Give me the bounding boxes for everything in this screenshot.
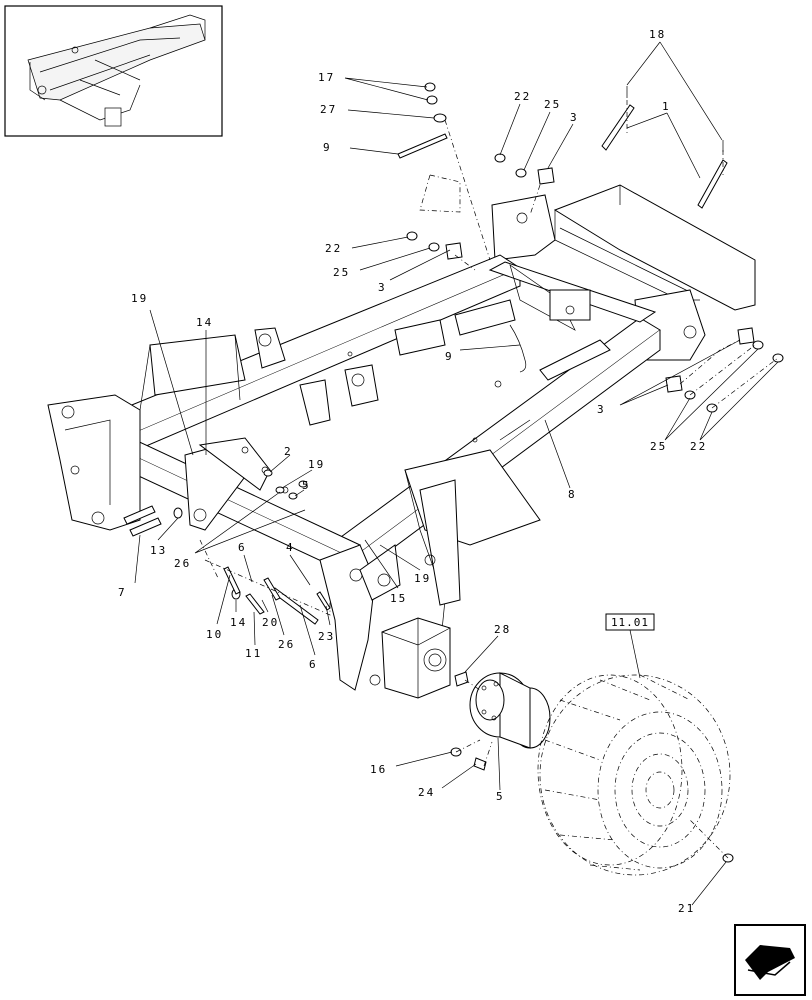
next-page-icon[interactable]	[734, 924, 806, 996]
callout-1: 1	[662, 100, 671, 113]
callout-16: 16	[370, 763, 387, 776]
reference-label: 11.01	[611, 616, 649, 629]
callout-27: 27	[320, 103, 337, 116]
hardware	[123, 82, 784, 863]
callout-25-upper: 25	[544, 98, 561, 111]
callout-3-mid: 3	[378, 281, 387, 294]
callout-13: 9	[323, 141, 332, 154]
callout-8: 6	[238, 541, 247, 554]
callout-22-right: 22	[690, 440, 707, 453]
reference-callout[interactable]: 11.01	[605, 613, 655, 679]
callout-14-lower: 14	[230, 616, 247, 629]
callout-15-lower: 15	[390, 592, 407, 605]
tire-assembly	[537, 674, 731, 876]
callout-3-upper: 3	[570, 111, 579, 124]
callout-5: 5	[496, 790, 505, 803]
callout-9-left: 10	[206, 628, 223, 641]
callout-18: 18	[649, 28, 666, 41]
callout-25-mid: 25	[333, 266, 350, 279]
callout-15-upper: 14	[196, 316, 213, 329]
callout-19-lower: 19	[414, 572, 431, 585]
callout-6: 6	[309, 658, 318, 671]
callout-20-lower: 20	[262, 616, 279, 629]
callout-26-lower: 26	[278, 638, 295, 651]
callout-4: 4	[286, 541, 295, 554]
overview-thumbnail[interactable]	[4, 5, 223, 137]
callout-7: 5	[302, 479, 311, 492]
centerlines	[199, 100, 779, 859]
callouts: 1 18 17 27 9 22 25 3 22 25 3 9 1	[118, 28, 779, 915]
callout-9-right: 11	[245, 647, 262, 660]
callout-22-upper: 22	[514, 90, 531, 103]
callout-22-mid: 22	[325, 242, 342, 255]
callout-24: 24	[418, 786, 435, 799]
callout-14-upper: 13	[150, 544, 167, 557]
callout-21: 21	[678, 902, 695, 915]
callout-20-upper: 19	[308, 458, 325, 471]
callout-25-right: 25	[650, 440, 667, 453]
chassis-frame	[47, 184, 756, 699]
callout-11: 8	[568, 488, 577, 501]
callout-17: 17	[318, 71, 335, 84]
callout-3-right: 3	[597, 403, 606, 416]
callout-23: 23	[318, 630, 335, 643]
callout-2: 2	[284, 445, 293, 458]
callout-10: 7	[118, 586, 127, 599]
callout-12: 9	[445, 350, 454, 363]
callout-28: 28	[494, 623, 511, 636]
callout-19-upper: 19	[131, 292, 148, 305]
callout-26-upper: 26	[174, 557, 191, 570]
